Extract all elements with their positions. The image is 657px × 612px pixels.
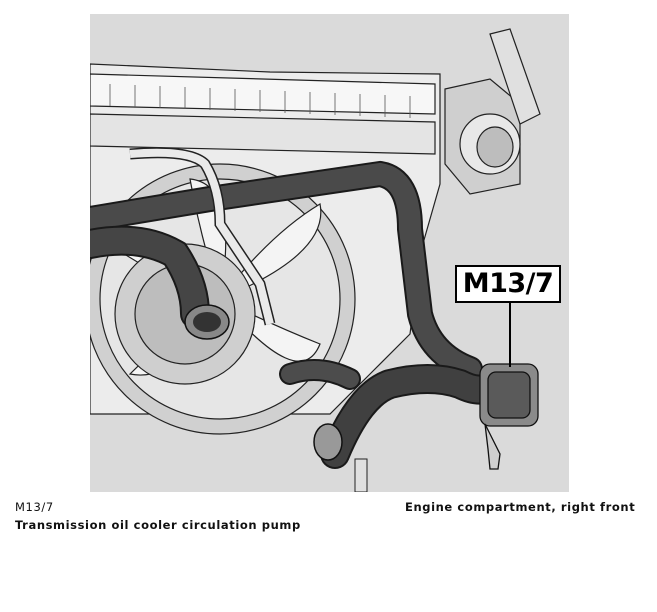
upper-coolant-hose xyxy=(90,160,483,382)
circulation-pump xyxy=(479,363,539,470)
component-location: Engine compartment, right front xyxy=(405,500,636,514)
thermostat-housing xyxy=(444,28,541,195)
component-description: Transmission oil cooler circulation pump xyxy=(15,518,301,532)
lower-bracket xyxy=(354,458,368,492)
metal-pipe xyxy=(129,147,276,326)
engine-compartment-illustration xyxy=(90,14,569,492)
component-callout-label: M13/7 xyxy=(455,265,561,303)
callout-leader-line xyxy=(509,303,511,367)
left-hose xyxy=(90,225,230,340)
lower-hose xyxy=(279,359,505,469)
component-code: M13/7 xyxy=(15,500,54,514)
